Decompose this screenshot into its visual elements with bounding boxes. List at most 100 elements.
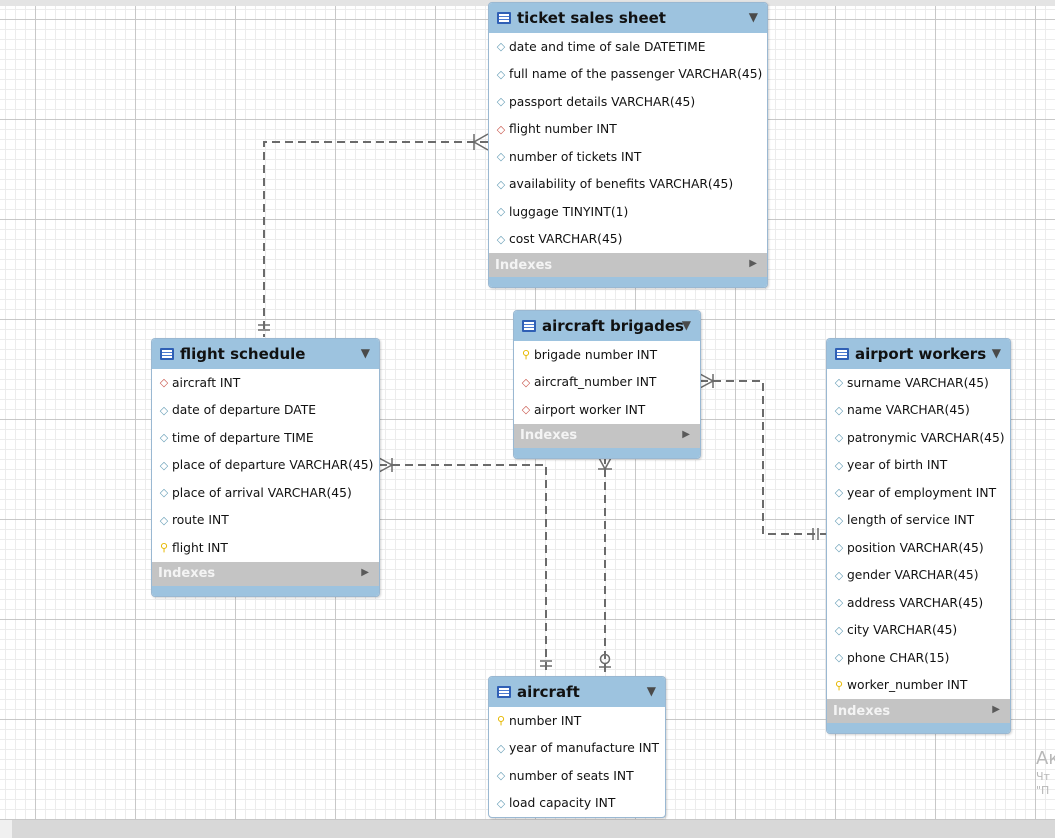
column-row[interactable]: ◇aircraft INT <box>152 369 379 397</box>
column-label: position VARCHAR(45) <box>847 540 984 555</box>
column-row[interactable]: ◇gender VARCHAR(45) <box>827 562 1010 590</box>
expand-arrow-icon[interactable]: ▶ <box>361 566 369 578</box>
indexes-label: Indexes <box>158 566 216 581</box>
indexes-label: Indexes <box>520 428 578 443</box>
column-row[interactable]: ◇luggage TINYINT(1) <box>489 198 767 226</box>
table-header[interactable]: aircraft brigades ▼ <box>514 311 700 341</box>
column-row[interactable]: ◇year of birth INT <box>827 452 1010 480</box>
column-label: worker_number INT <box>847 678 968 693</box>
column-row[interactable]: ◇place of departure VARCHAR(45) <box>152 452 379 480</box>
column-label: name VARCHAR(45) <box>847 403 970 418</box>
attribute-diamond-icon: ◇ <box>159 403 169 417</box>
table-ticket-sales-sheet[interactable]: ticket sales sheet ▼ ◇date and time of s… <box>488 2 768 288</box>
collapse-arrow-icon[interactable]: ▼ <box>748 10 758 24</box>
table-aircraft[interactable]: aircraft ▼ ⚲number INT ◇year of manufact… <box>488 676 666 818</box>
watermark-line-1: Ак <box>1036 748 1055 769</box>
table-icon <box>522 320 536 332</box>
indexes-label: Indexes <box>495 257 553 273</box>
watermark-line-2: Чт <box>1036 770 1050 783</box>
column-row[interactable]: ◇route INT <box>152 507 379 535</box>
column-row[interactable]: ◇date of departure DATE <box>152 397 379 425</box>
attribute-diamond-icon: ◇ <box>496 40 506 54</box>
column-label: year of birth INT <box>847 458 948 473</box>
attribute-diamond-icon: ◇ <box>159 486 169 500</box>
column-row[interactable]: ⚲worker_number INT <box>827 672 1010 700</box>
column-row[interactable]: ◇flight number INT <box>489 116 767 144</box>
table-footer <box>152 585 379 596</box>
column-row[interactable]: ◇phone CHAR(15) <box>827 644 1010 672</box>
collapse-arrow-icon[interactable]: ▼ <box>360 346 370 360</box>
indexes-section[interactable]: Indexes ▶ <box>827 699 1010 723</box>
column-row[interactable]: ◇date and time of sale DATETIME <box>489 33 767 61</box>
expand-arrow-icon[interactable]: ▶ <box>682 428 690 440</box>
rel-brigades-workers <box>700 380 826 535</box>
table-icon <box>497 12 511 24</box>
column-label: luggage TINYINT(1) <box>509 204 629 219</box>
table-header[interactable]: flight schedule ▼ <box>152 339 379 369</box>
column-label: number INT <box>509 713 582 728</box>
column-label: availability of benefits VARCHAR(45) <box>509 177 734 192</box>
table-aircraft-brigades[interactable]: aircraft brigades ▼ ⚲brigade number INT … <box>513 310 701 459</box>
column-row[interactable]: ⚲number INT <box>489 707 665 735</box>
column-label: full name of the passenger VARCHAR(45) <box>509 67 763 82</box>
table-header[interactable]: aircraft ▼ <box>489 677 665 707</box>
column-row[interactable]: ⚲flight INT <box>152 534 379 562</box>
column-row[interactable]: ◇surname VARCHAR(45) <box>827 369 1010 397</box>
column-row[interactable]: ◇aircraft_number INT <box>514 369 700 397</box>
scrollbar-corner <box>0 820 12 838</box>
column-row[interactable]: ◇passport details VARCHAR(45) <box>489 88 767 116</box>
attribute-diamond-icon: ◇ <box>834 376 844 390</box>
attribute-diamond-icon: ◇ <box>159 431 169 445</box>
table-airport-workers[interactable]: airport workers ▼ ◇surname VARCHAR(45) ◇… <box>826 338 1011 734</box>
attribute-diamond-icon: ◇ <box>834 458 844 472</box>
column-label: brigade number INT <box>534 347 658 362</box>
primary-key-icon: ⚲ <box>521 348 531 362</box>
collapse-arrow-icon[interactable]: ▼ <box>991 346 1001 360</box>
column-row[interactable]: ◇airport worker INT <box>514 396 700 424</box>
column-row[interactable]: ◇length of service INT <box>827 507 1010 535</box>
column-row[interactable]: ◇address VARCHAR(45) <box>827 589 1010 617</box>
rel-flight-brigades <box>379 464 547 674</box>
rel-ticket-flight <box>263 141 488 337</box>
column-row[interactable]: ◇full name of the passenger VARCHAR(45) <box>489 61 767 89</box>
table-header[interactable]: ticket sales sheet ▼ <box>489 3 767 33</box>
column-row[interactable]: ◇availability of benefits VARCHAR(45) <box>489 171 767 199</box>
attribute-diamond-icon: ◇ <box>159 513 169 527</box>
column-row[interactable]: ◇cost VARCHAR(45) <box>489 226 767 254</box>
table-name: ticket sales sheet <box>517 9 666 27</box>
attribute-diamond-icon: ◇ <box>834 431 844 445</box>
expand-arrow-icon[interactable]: ▶ <box>749 258 757 269</box>
column-label: date and time of sale DATETIME <box>509 39 706 54</box>
primary-key-icon: ⚲ <box>834 678 844 692</box>
column-row[interactable]: ◇place of arrival VARCHAR(45) <box>152 479 379 507</box>
attribute-diamond-icon: ◇ <box>834 568 844 582</box>
column-row[interactable]: ◇position VARCHAR(45) <box>827 534 1010 562</box>
column-label: number of tickets INT <box>509 149 642 164</box>
indexes-section[interactable]: Indexes ▶ <box>489 253 767 277</box>
column-row[interactable]: ◇name VARCHAR(45) <box>827 397 1010 425</box>
expand-arrow-icon[interactable]: ▶ <box>992 704 1000 715</box>
column-row[interactable]: ◇patronymic VARCHAR(45) <box>827 424 1010 452</box>
column-row[interactable]: ⚲brigade number INT <box>514 341 700 369</box>
column-row[interactable]: ◇time of departure TIME <box>152 424 379 452</box>
attribute-diamond-icon: ◇ <box>834 541 844 555</box>
column-row[interactable]: ◇year of manufacture INT <box>489 735 665 763</box>
foreign-key-diamond-icon: ◇ <box>159 376 169 390</box>
primary-key-icon: ⚲ <box>159 541 169 555</box>
column-row[interactable]: ◇city VARCHAR(45) <box>827 617 1010 645</box>
table-flight-schedule[interactable]: flight schedule ▼ ◇aircraft INT ◇date of… <box>151 338 380 597</box>
collapse-arrow-icon[interactable]: ▼ <box>681 318 691 332</box>
horizontal-scrollbar[interactable] <box>12 820 1055 838</box>
column-label: aircraft INT <box>172 375 241 390</box>
indexes-section[interactable]: Indexes ▶ <box>514 423 700 448</box>
table-header[interactable]: airport workers ▼ <box>827 339 1010 369</box>
column-label: address VARCHAR(45) <box>847 595 984 610</box>
column-row[interactable]: ◇load capacity INT <box>489 790 665 818</box>
column-label: phone CHAR(15) <box>847 650 950 665</box>
column-label: load capacity INT <box>509 796 616 811</box>
column-row[interactable]: ◇number of tickets INT <box>489 143 767 171</box>
column-row[interactable]: ◇year of employment INT <box>827 479 1010 507</box>
column-row[interactable]: ◇number of seats INT <box>489 762 665 790</box>
collapse-arrow-icon[interactable]: ▼ <box>646 684 656 698</box>
indexes-section[interactable]: Indexes ▶ <box>152 561 379 586</box>
